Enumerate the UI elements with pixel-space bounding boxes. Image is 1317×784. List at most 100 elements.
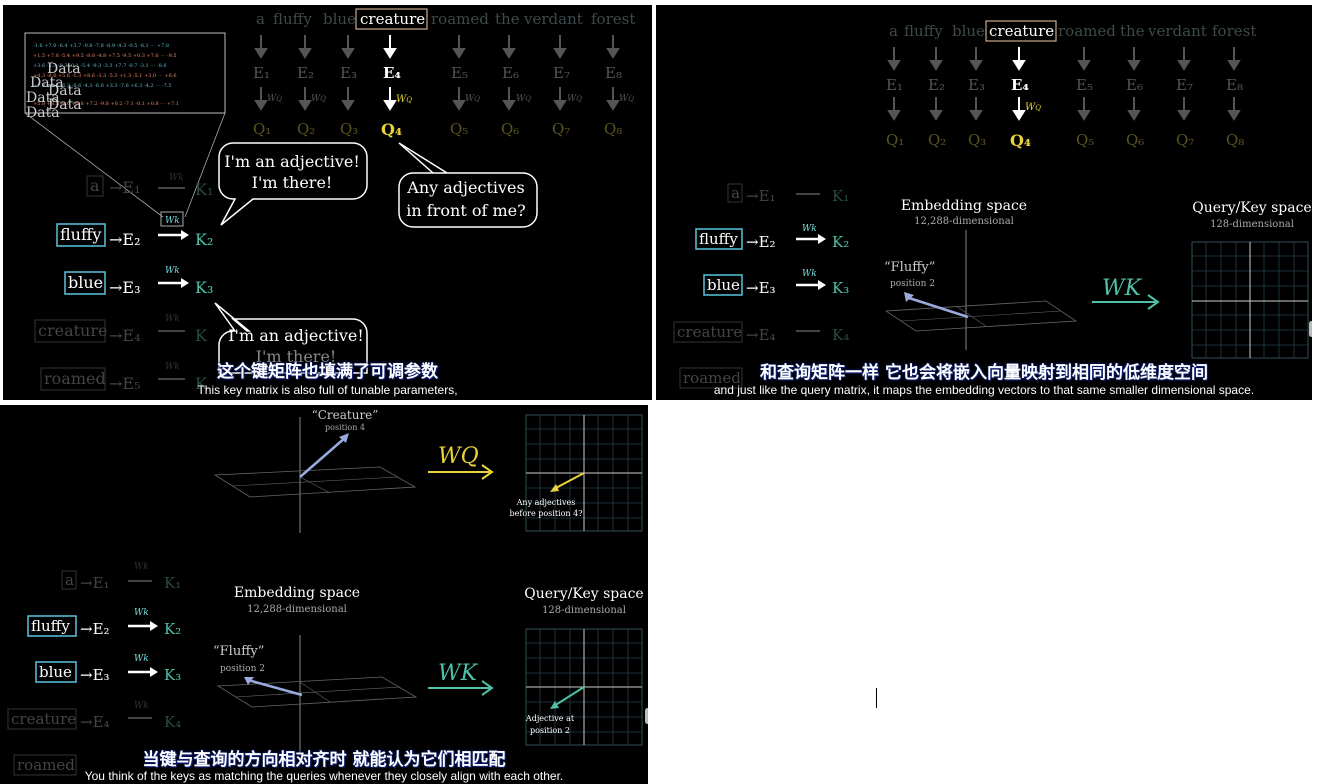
token-roamed: roamed xyxy=(431,10,489,28)
svg-text:E₈: E₈ xyxy=(1226,76,1243,94)
matrix-label-1: Data xyxy=(47,61,81,77)
svg-text:Q₂: Q₂ xyxy=(928,131,946,149)
svg-text:blue: blue xyxy=(707,276,740,294)
svg-text:Q₂: Q₂ xyxy=(297,120,315,138)
svg-text:K₂: K₂ xyxy=(832,233,849,251)
svg-text:→E₄: →E₄ xyxy=(746,326,776,344)
svg-text:roamed: roamed xyxy=(17,756,75,774)
key-query-alignment-diagram: “Creature” position 4 WQ Any adjectives … xyxy=(7,408,644,776)
svg-text:→E₃: →E₃ xyxy=(109,278,141,297)
svg-text:E₄: E₄ xyxy=(383,64,401,82)
token-creature: creature xyxy=(360,10,425,28)
row-token-a: a xyxy=(90,176,100,195)
svg-text:12,288-dimensional: 12,288-dimensional xyxy=(914,216,1014,227)
svg-text:12,288-dimensional: 12,288-dimensional xyxy=(247,604,347,615)
svg-text:Q₁: Q₁ xyxy=(886,131,904,149)
svg-text:WQ: WQ xyxy=(267,94,282,104)
svg-text:→E₁: →E₁ xyxy=(80,574,110,592)
scroll-handle[interactable] xyxy=(1309,321,1312,337)
svg-text:K₃: K₃ xyxy=(164,666,181,684)
qk-space-title: Query/Key space xyxy=(524,586,643,602)
svg-text:position 4: position 4 xyxy=(325,423,365,432)
svg-text:position 2: position 2 xyxy=(220,664,265,674)
svg-text:Wk: Wk xyxy=(802,224,817,234)
subtitle-english: You think of the keys as matching the qu… xyxy=(84,769,564,783)
svg-text:Q₆: Q₆ xyxy=(1126,131,1144,149)
svg-text:WQ: WQ xyxy=(516,94,531,104)
svg-text:WQ: WQ xyxy=(465,94,480,104)
svg-text:K₃: K₃ xyxy=(195,278,213,297)
text-cursor xyxy=(876,688,877,708)
svg-text:Wk: Wk xyxy=(134,654,149,664)
speech-bubble-creature xyxy=(398,142,538,228)
svg-text:roamed: roamed xyxy=(1058,22,1116,40)
matrix-label-6: Data xyxy=(26,105,60,121)
svg-text:Q₅: Q₅ xyxy=(450,120,468,138)
svg-text:→E₅: →E₅ xyxy=(109,374,141,393)
svg-text:+7.8 +0.5 -6.3 -8.6 -4.3 -6.0: +7.8 +0.5 -6.3 -8.6 -4.3 -6.0 +3.3 -7.6 … xyxy=(33,83,172,89)
svg-text:→E₂: →E₂ xyxy=(746,233,776,251)
svg-text:fluffy: fluffy xyxy=(699,230,738,248)
svg-text:K₁: K₁ xyxy=(832,187,849,205)
svg-text:E₃: E₃ xyxy=(340,64,357,82)
svg-text:verdant: verdant xyxy=(1147,22,1207,40)
svg-text:Wk: Wk xyxy=(169,173,184,183)
svg-text:creature: creature xyxy=(11,710,76,728)
svg-text:Wk: Wk xyxy=(165,362,180,372)
svg-text:→E₂: →E₂ xyxy=(109,230,141,249)
svg-text:E₂: E₂ xyxy=(928,76,945,94)
svg-text:Q₈: Q₈ xyxy=(1226,131,1244,149)
svg-text:WQ: WQ xyxy=(396,94,412,105)
svg-text:K₄: K₄ xyxy=(832,326,849,344)
svg-text:forest: forest xyxy=(1212,22,1256,40)
svg-text:Q₄: Q₄ xyxy=(381,120,402,139)
svg-text:“Fluffy”: “Fluffy” xyxy=(884,260,935,275)
svg-text:Wk: Wk xyxy=(165,266,180,276)
svg-text:+3.6 -5.3 -9.3 -0.1 -5.4 -9.3: +3.6 -5.3 -9.3 -0.1 -5.4 -9.3 -3.3 +7.7 … xyxy=(33,63,167,69)
svg-text:“Fluffy”: “Fluffy” xyxy=(213,644,264,659)
svg-text:a: a xyxy=(889,22,898,40)
svg-text:K₃: K₃ xyxy=(832,279,849,297)
subtitle-english: and just like the query matrix, it maps … xyxy=(713,383,1255,397)
svg-text:fluffy: fluffy xyxy=(31,617,70,635)
svg-text:K: K xyxy=(195,374,208,393)
svg-text:Q₃: Q₃ xyxy=(968,131,986,149)
svg-text:K: K xyxy=(195,326,208,345)
svg-text:Adjective at: Adjective at xyxy=(525,714,575,723)
token-a: a xyxy=(256,10,265,28)
svg-text:+4.3 -8.6 +5.6 -1.3 +8.6 -3.3: +4.3 -8.6 +5.6 -1.3 +8.6 -3.3 -5.3 +1.3 … xyxy=(33,73,177,79)
creature-vector-label: “Creature” xyxy=(312,408,379,422)
svg-text:Q₇: Q₇ xyxy=(552,120,570,138)
wk-label: WK xyxy=(438,661,479,686)
svg-text:E₂: E₂ xyxy=(297,64,314,82)
row-token-fluffy: fluffy xyxy=(60,225,101,244)
svg-text:Q₇: Q₇ xyxy=(1176,131,1194,149)
svg-text:Wk: Wk xyxy=(134,562,149,572)
svg-text:Q₆: Q₆ xyxy=(501,120,519,138)
svg-text:Wk: Wk xyxy=(165,314,180,324)
svg-text:E₁: E₁ xyxy=(886,76,903,94)
svg-text:Wk: Wk xyxy=(802,269,817,279)
svg-text:Wk: Wk xyxy=(165,216,180,226)
svg-text:WQ: WQ xyxy=(1025,102,1041,113)
matrix-label-3: Data xyxy=(48,83,82,99)
svg-text:K₂: K₂ xyxy=(164,620,181,638)
token-forest: forest xyxy=(591,10,635,28)
qk-space-title: Query/Key space xyxy=(1192,200,1311,216)
subtitle-english: This key matrix is also full of tunable … xyxy=(197,383,458,397)
svg-text:K₁: K₁ xyxy=(195,180,213,199)
wk-label: WK xyxy=(1102,276,1143,301)
key-matrix-diagram: a fluffy blue creature roamed the verdan… xyxy=(24,8,635,393)
svg-text:creature: creature xyxy=(677,323,742,341)
svg-text:WQ: WQ xyxy=(311,94,326,104)
video-frame-key-matrix: a fluffy blue creature roamed the verdan… xyxy=(3,5,652,400)
token-verdant: verdant xyxy=(523,10,583,28)
svg-text:a: a xyxy=(65,571,74,589)
row-token-blue: blue xyxy=(68,273,103,292)
embedding-space-title: Embedding space xyxy=(901,198,1027,214)
token-the: the xyxy=(495,10,520,28)
svg-text:position 2: position 2 xyxy=(890,279,935,289)
svg-text:position 2: position 2 xyxy=(530,726,570,735)
scroll-handle[interactable] xyxy=(645,708,648,724)
svg-text:Q₅: Q₅ xyxy=(1076,131,1094,149)
